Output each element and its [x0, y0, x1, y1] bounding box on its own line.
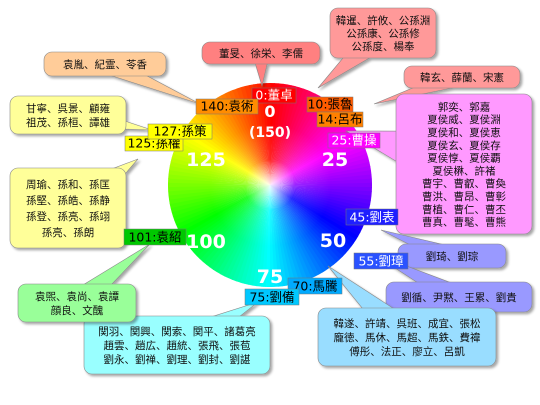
- faction-label-text: 101:袁紹: [128, 230, 181, 245]
- tick-75: 75: [257, 266, 283, 288]
- callout-box-fill: [397, 95, 531, 233]
- callout-line: 夏侯惇、夏侯覇: [427, 152, 501, 165]
- callout-line: 祖茂、孫桓、譚雄: [26, 116, 110, 129]
- callout-line: 韓暹、許攸、公孫淵: [336, 14, 431, 27]
- faction-label-bg: [327, 132, 381, 149]
- callout-line: 顔良、文醜: [51, 304, 104, 317]
- center-label-150: (150): [249, 125, 291, 141]
- faction-label-bg: [244, 288, 300, 306]
- tick-50: 50: [320, 230, 346, 252]
- callout-balloon: 韓玄、薛蘭、宋憲: [373, 65, 521, 105]
- faction-label-text: 25:曹操: [331, 133, 377, 148]
- callout-line: 孫亮、孫朗: [42, 226, 95, 239]
- callout-box-fill: [319, 309, 495, 365]
- callout-line: 夏侯楙、許褚: [433, 164, 496, 177]
- callout-box-fill: [19, 285, 135, 321]
- callout-line: 韓遂、許靖、呉班、成宜、張松: [334, 317, 481, 330]
- faction-label: 0:董卓: [251, 87, 297, 104]
- faction-label-text: 75:劉備: [249, 290, 294, 305]
- callout-line: 傅彤、法正、廖立、呂凱: [349, 345, 465, 358]
- callout-balloon: 袁胤、紀霊、苓香: [43, 51, 201, 105]
- callout-box-fill: [45, 53, 165, 75]
- callout-box-fill: [85, 317, 269, 373]
- callout-line: 夏侯和、夏侯恵: [427, 126, 501, 139]
- faction-label: 10:張魯: [306, 97, 354, 113]
- faction-label: 75:劉備: [244, 288, 300, 306]
- callout-line: 夏侯玄、夏侯存: [427, 139, 501, 152]
- callout-box-fill: [331, 9, 435, 57]
- callout-line: 趙雲、趙広、趙統、張飛、張苞: [104, 339, 251, 352]
- callout-line: 周瑜、孫和、孫匡: [26, 178, 110, 191]
- tick-25: 25: [322, 149, 348, 171]
- callout-layer: 董旻、徐栄、李儒韓暹、許攸、公孫淵公孫康、公孫修公孫度、楊奉韓玄、薛蘭、宋憲郭奕…: [9, 7, 533, 375]
- tick-100: 100: [186, 231, 226, 253]
- callout-box-fill: [203, 43, 319, 63]
- callout-balloon: 関羽、関興、関索、関平、諸葛亮趙雲、趙広、趙統、張飛、張苞劉永、劉禅、劉理、劉封…: [83, 301, 271, 375]
- faction-label: 127:孫策: [147, 123, 213, 140]
- faction-label-bg: [195, 98, 259, 115]
- callout-box-fill: [11, 97, 125, 133]
- callout-line: 劉永、劉禅、劉理、劉封、劉諶: [104, 353, 251, 366]
- callout-line: 曹洪、曹昂、曹彰: [422, 190, 506, 203]
- faction-label-text: 140:袁術: [200, 99, 253, 114]
- callout-line: 孫堅、孫皓、孫静: [26, 194, 110, 207]
- callout-line: 甘寧、呉景、顧雍: [26, 102, 110, 115]
- faction-label: 140:袁術: [195, 98, 259, 115]
- faction-label-text: 127:孫策: [153, 124, 207, 139]
- faction-label: 14:呂布: [316, 111, 364, 128]
- faction-label-text: 0:董卓: [255, 88, 292, 103]
- callout-line: 劉琦、劉琮: [426, 250, 479, 263]
- faction-label-bg: [251, 87, 297, 104]
- callout-line: 董旻、徐栄、李儒: [219, 47, 303, 60]
- callout-line: 龐徳、馬休、馬超、馬鉄、費禕: [334, 331, 481, 344]
- callout-line: 郭奕、郭嘉: [438, 100, 491, 113]
- faction-label-text: 55:劉璋: [358, 254, 403, 269]
- faction-label: 45:劉表: [345, 208, 399, 226]
- callout-line: 公孫康、公孫修: [346, 27, 420, 40]
- callout-balloon: 劉琦、劉琮: [380, 229, 507, 269]
- center-label-zero: 0: [264, 102, 275, 121]
- faction-label-bg: [353, 252, 409, 270]
- callout-line: 曹宇、曹叡、曹奐: [422, 177, 506, 190]
- callout-box-fill: [399, 245, 505, 267]
- callout-line: 曹植、曹仁、曹丕: [422, 203, 506, 216]
- callout-line: 韓玄、薛蘭、宋憲: [420, 71, 504, 84]
- faction-label: 101:袁紹: [123, 228, 187, 246]
- callout-line: 袁煕、袁尚、袁譚: [35, 290, 119, 303]
- faction-label-text: 45:劉表: [349, 210, 395, 225]
- callout-box-fill: [387, 283, 531, 311]
- callout-line: 曹真、曹髦、曹熊: [422, 216, 506, 229]
- faction-label-text: 10:張魯: [307, 97, 353, 112]
- callout-balloon: 董旻、徐栄、李儒: [201, 41, 321, 88]
- faction-label-bg: [316, 111, 364, 128]
- wheel-center-glow: [168, 83, 372, 287]
- faction-label-bg: [147, 123, 213, 140]
- callout-line: 袁胤、紀霊、苓香: [63, 58, 147, 71]
- faction-label-bg: [123, 228, 187, 246]
- faction-label: 70:馬騰: [287, 277, 343, 295]
- faction-label-bg: [345, 208, 399, 226]
- faction-label: 25:曹操: [327, 132, 381, 149]
- tick-125: 125: [186, 149, 226, 171]
- callout-line: 孫登、孫亮、孫翊: [26, 210, 110, 223]
- faction-label-bg: [287, 277, 343, 295]
- callout-line: 関羽、関興、関索、関平、諸葛亮: [98, 325, 256, 338]
- callout-box-fill: [11, 169, 125, 247]
- callout-line: 公孫度、楊奉: [352, 40, 415, 53]
- faction-label-text: 70:馬騰: [292, 279, 338, 294]
- faction-label-text: 14:呂布: [317, 112, 362, 127]
- callout-line: 劉循、尹黙、王累、劉貴: [401, 291, 517, 304]
- callout-box-fill: [405, 67, 519, 87]
- faction-label: 55:劉璋: [353, 252, 409, 270]
- callout-line: 夏侯威、夏侯淵: [427, 113, 501, 126]
